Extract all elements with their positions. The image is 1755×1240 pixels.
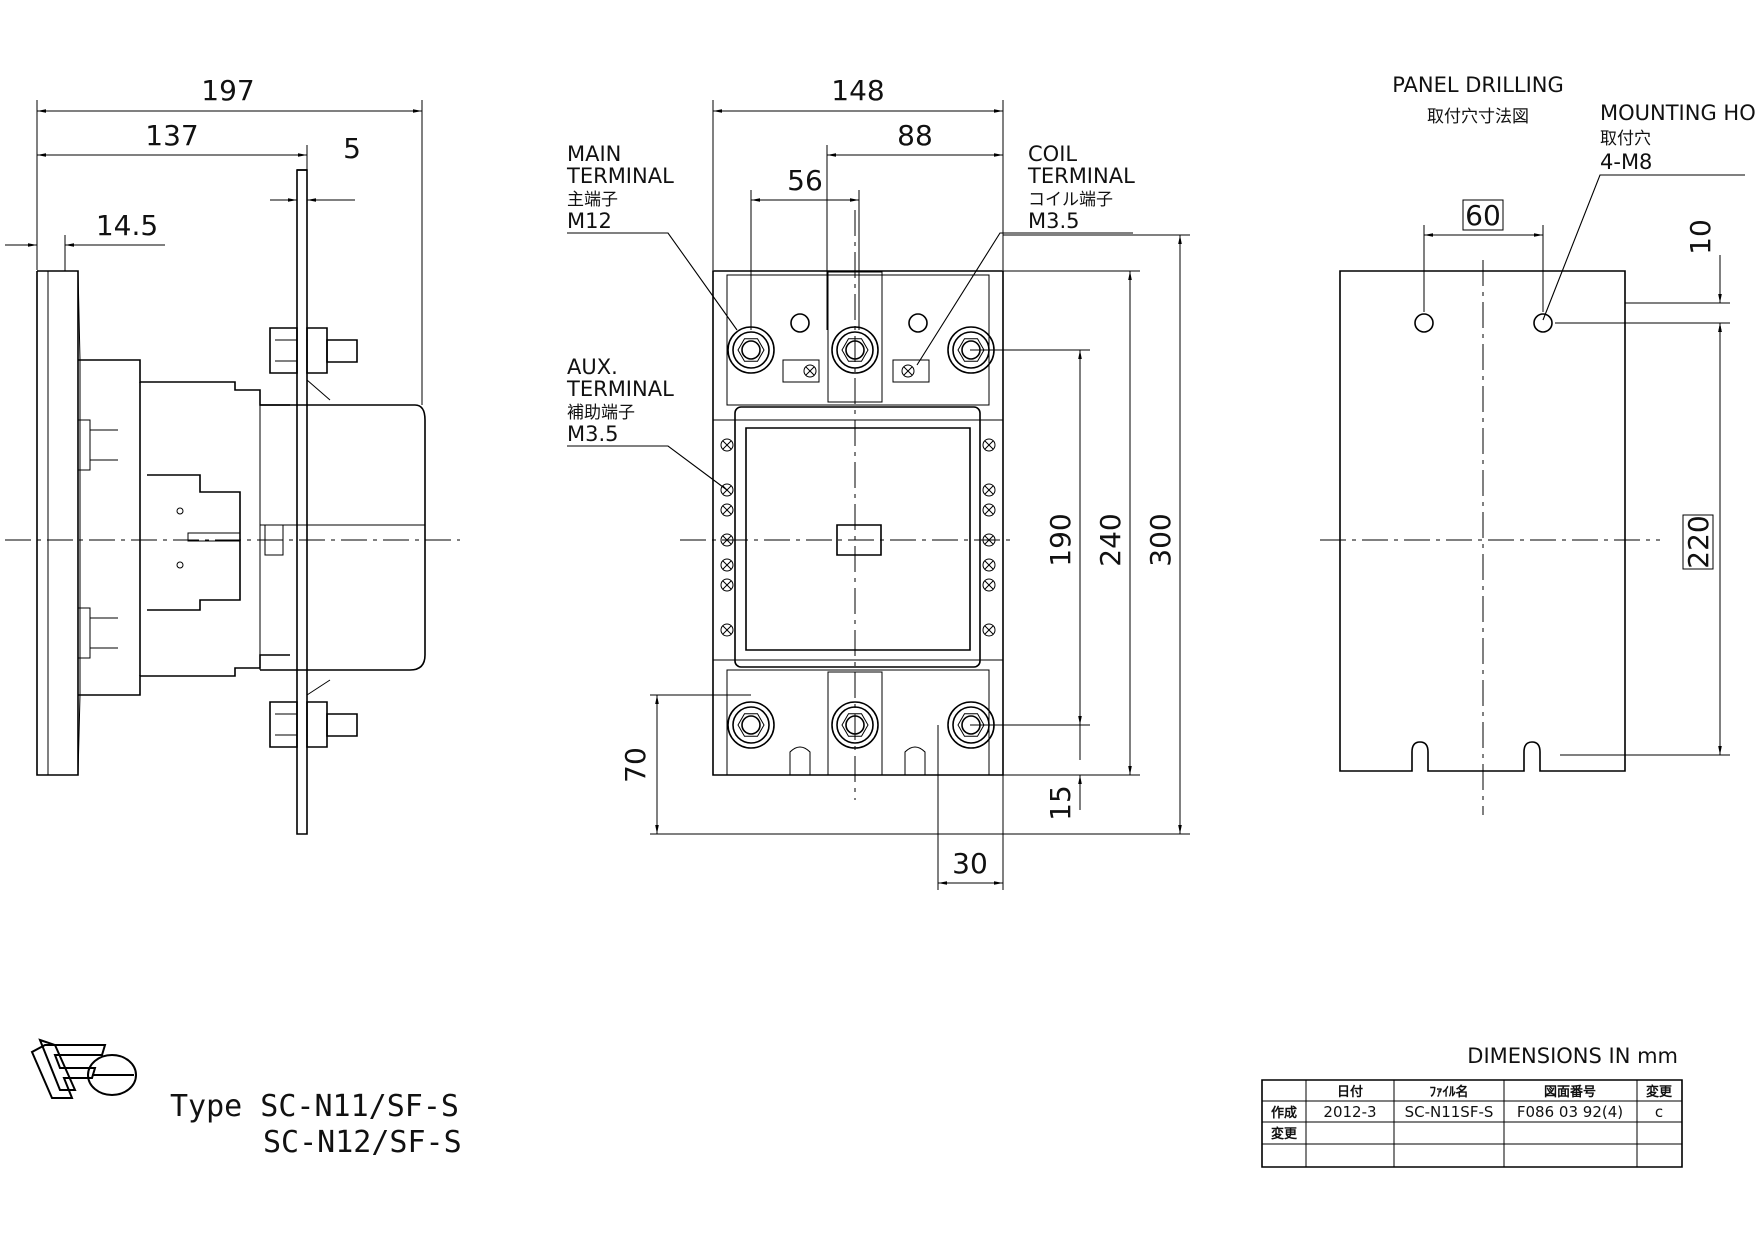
logo-text: Fe — [80, 1074, 82, 1076]
row-label-created: 作成 — [1271, 1105, 1297, 1121]
dim-56: 56 — [787, 164, 823, 197]
dim-14-5: 14.5 — [96, 209, 158, 242]
svg-text:TERMINAL: TERMINAL — [566, 377, 674, 401]
type-line-1: Type SC-N11/SF-S — [170, 1089, 459, 1124]
dim-60: 60 — [1465, 199, 1501, 232]
dim-220: 220 — [1682, 515, 1715, 568]
dim-190: 190 — [1044, 513, 1077, 566]
panel-drilling-title-jp: 取付穴寸法図 — [1427, 107, 1529, 127]
mounting-hole-spec: 4-M8 — [1600, 150, 1652, 174]
panel-drilling-title: PANEL DRILLING — [1392, 73, 1564, 97]
dim-88: 88 — [897, 119, 933, 152]
svg-text:補助端子: 補助端子 — [567, 403, 635, 423]
units-note: DIMENSIONS IN mm — [1467, 1044, 1678, 1068]
dim-15: 15 — [1044, 785, 1077, 821]
dim-10: 10 — [1684, 219, 1717, 255]
title-block: 日付 ﾌｧｲﾙ名 図面番号 変更 作成 変更 2012-3 SC-N11SF-S… — [1262, 1080, 1682, 1167]
mounting-hole-label-jp: 取付穴 — [1600, 129, 1651, 149]
aux-terminal-label: AUX. TERMINAL 補助端子 M3.5 — [566, 355, 674, 446]
type-line-2: SC-N12/SF-S — [263, 1125, 462, 1160]
header-revision: 変更 — [1646, 1084, 1673, 1100]
cell-drawing-number: F086 03 92(4) — [1517, 1103, 1623, 1121]
dim-300: 300 — [1144, 513, 1177, 566]
dim-197: 197 — [201, 74, 254, 107]
svg-text:MAIN: MAIN — [567, 142, 621, 166]
dim-148: 148 — [831, 74, 884, 107]
dim-5: 5 — [343, 132, 361, 165]
svg-text:COIL: COIL — [1028, 142, 1077, 166]
svg-text:AUX.: AUX. — [567, 355, 618, 379]
cell-date: 2012-3 — [1323, 1103, 1376, 1121]
svg-text:M3.5: M3.5 — [567, 422, 619, 446]
svg-text:M12: M12 — [567, 209, 612, 233]
dim-30: 30 — [952, 847, 988, 880]
row-label-changed: 変更 — [1271, 1126, 1298, 1142]
svg-text:TERMINAL: TERMINAL — [566, 164, 674, 188]
fe-logo: Fe — [32, 1040, 137, 1098]
panel-drilling-view: PANEL DRILLING 取付穴寸法図 MOUNTING HOLE 取付穴 … — [1320, 73, 1755, 815]
svg-text:M3.5: M3.5 — [1028, 209, 1080, 233]
svg-text:TERMINAL: TERMINAL — [1027, 164, 1135, 188]
dim-70: 70 — [619, 747, 652, 783]
main-terminal-label: MAIN TERMINAL 主端子 M12 — [566, 142, 674, 233]
coil-terminal-label: COIL TERMINAL コイル端子 M3.5 — [1027, 142, 1135, 233]
header-filename: ﾌｧｲﾙ名 — [1429, 1084, 1468, 1100]
mounting-hole-label: MOUNTING HOLE — [1600, 101, 1755, 125]
cell-filename: SC-N11SF-S — [1405, 1103, 1494, 1121]
dim-240: 240 — [1094, 513, 1127, 566]
svg-text:コイル端子: コイル端子 — [1028, 190, 1113, 210]
header-drawing-number: 図面番号 — [1544, 1084, 1596, 1100]
header-date: 日付 — [1337, 1084, 1363, 1100]
side-view: 197 137 5 14.5 — [5, 74, 460, 834]
front-view: 148 88 56 190 240 300 15 70 30 MAIN TERM… — [566, 74, 1190, 890]
cell-revision: c — [1655, 1103, 1663, 1121]
dim-137: 137 — [145, 119, 198, 152]
svg-text:主端子: 主端子 — [567, 190, 618, 210]
